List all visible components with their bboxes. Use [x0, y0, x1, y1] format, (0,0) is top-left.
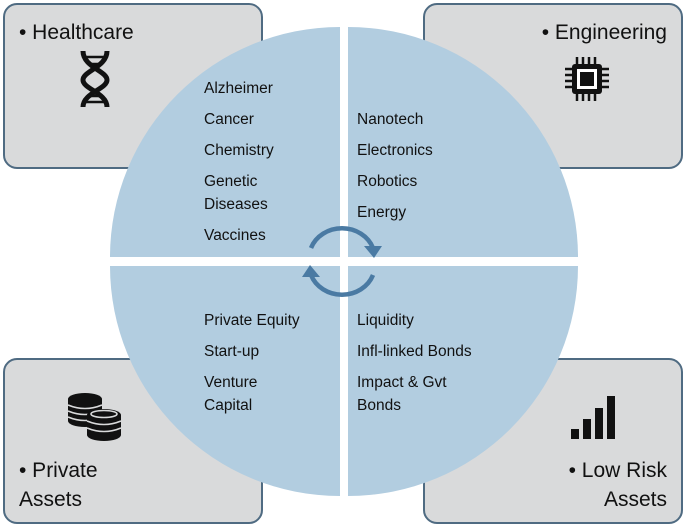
- list-item: Cancer: [204, 111, 254, 128]
- list-item: Nanotech: [357, 111, 424, 128]
- list-item: Infl-linked Bonds: [357, 343, 472, 360]
- list-item: Energy: [357, 204, 407, 221]
- list-item: Private Equity: [204, 312, 300, 329]
- dna-icon: [80, 50, 110, 108]
- engineering-title: • Engineering: [541, 21, 667, 44]
- healthcare-title: • Healthcare: [19, 21, 134, 44]
- quadrant-healthcare: [110, 27, 340, 257]
- list-item: Start-up: [204, 343, 260, 360]
- list-item: Electronics: [357, 142, 433, 159]
- bar-chart-icon: [571, 396, 615, 439]
- quadrant-low-risk-assets: [348, 266, 578, 496]
- cycle-arrows-icon: [308, 226, 376, 297]
- list-item: Alzheimer: [204, 80, 273, 97]
- list-item: Chemistry: [204, 142, 274, 159]
- quadrant-private-assets: [110, 266, 340, 496]
- list-item: Liquidity: [357, 312, 414, 329]
- coins-icon: [67, 393, 122, 441]
- list-item: Robotics: [357, 173, 418, 190]
- microchip-icon: [565, 57, 609, 101]
- list-item: Vaccines: [204, 227, 266, 244]
- quadrant-engineering: [348, 27, 578, 257]
